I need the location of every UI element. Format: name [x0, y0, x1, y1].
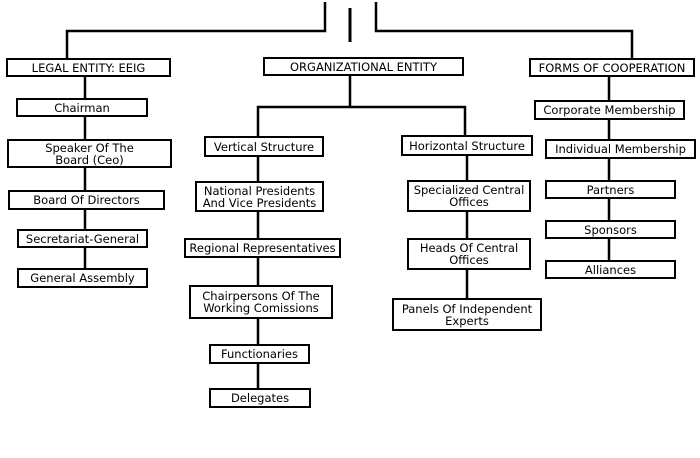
horizontal-structure-header: Horizontal Structure [401, 135, 533, 156]
organizational-entity-header: ORGANIZATIONAL ENTITY [263, 57, 464, 76]
connector-right-top [374, 2, 634, 58]
node-speaker-of-the-board: Speaker Of The Board (Ceo) [7, 139, 172, 168]
node-panels-of-independent-experts: Panels Of Independent Experts [392, 298, 542, 331]
node-national-presidents: National Presidents And Vice Presidents [195, 181, 324, 212]
node-regional-representatives: Regional Representatives [184, 238, 341, 258]
forms-of-cooperation-header: FORMS OF COOPERATION [529, 58, 695, 77]
node-alliances: Alliances [545, 260, 676, 279]
node-functionaries: Functionaries [209, 344, 310, 364]
node-corporate-membership: Corporate Membership [534, 100, 685, 120]
legal-entity-header: LEGAL ENTITY: EEIG [6, 58, 171, 77]
node-chairman: Chairman [16, 98, 148, 117]
node-delegates: Delegates [209, 388, 311, 408]
node-chairpersons-working-comissions: Chairpersons Of The Working Comissions [189, 285, 333, 319]
vertical-structure-header: Vertical Structure [204, 136, 324, 157]
node-heads-of-central-offices: Heads Of Central Offices [407, 238, 531, 270]
connector-org-split [256, 105, 467, 136]
node-individual-membership: Individual Membership [545, 139, 696, 159]
node-sponsors: Sponsors [545, 220, 676, 239]
node-general-assembly: General Assembly [17, 268, 148, 288]
node-partners: Partners [545, 180, 676, 199]
node-board-of-directors: Board Of Directors [8, 190, 165, 210]
node-specialized-central-offices: Specialized Central Offices [407, 180, 531, 212]
node-secretariat-general: Secretariat-General [17, 229, 148, 248]
connector-left-top [65, 2, 327, 58]
